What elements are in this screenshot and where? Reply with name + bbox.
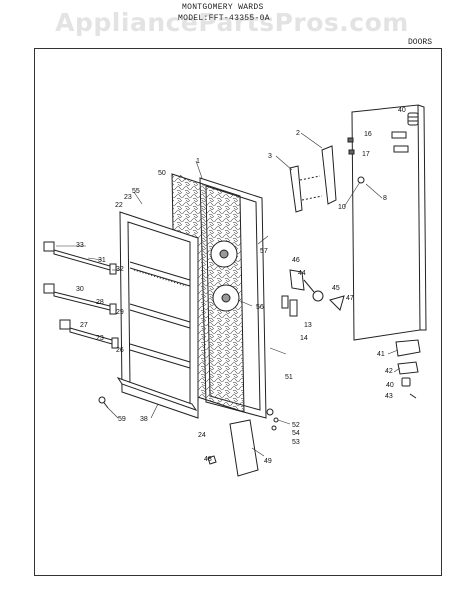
callout-label: 52	[292, 422, 300, 429]
callout-label: 51	[285, 374, 293, 381]
diagram-frame	[34, 48, 442, 576]
callout-label: 49	[264, 458, 272, 465]
callout-label: 24	[198, 432, 206, 439]
callout-label: 43	[385, 393, 393, 400]
callout-label: 32	[116, 266, 124, 273]
leader-lines	[56, 132, 401, 457]
callout-label: 22	[115, 202, 123, 209]
bottom-parts	[98, 396, 279, 477]
callout-label: 31	[98, 257, 106, 264]
callout-label: 1	[196, 158, 200, 165]
callout-label: 48	[204, 456, 212, 463]
top-hinge-cap	[407, 112, 419, 126]
callout-label: 53	[292, 439, 300, 446]
door-handle	[289, 145, 337, 213]
callout-label: 29	[116, 309, 124, 316]
callout-label: 14	[300, 335, 308, 342]
callout-label: 55	[132, 188, 140, 195]
callout-label: 41	[377, 351, 385, 358]
callout-label: 8	[383, 195, 387, 202]
model-header: MODEL:FFT-43355-0A	[178, 14, 270, 23]
section-label: DOORS	[408, 38, 433, 47]
callout-label: 57	[260, 248, 268, 255]
callout-label: 33	[76, 242, 84, 249]
callout-label: 28	[96, 299, 104, 306]
callout-labels: 40 1 2 3 16 17 8 10 50 55 23 22 57 33 31…	[76, 107, 406, 465]
callout-label: 50	[158, 170, 166, 177]
watermark: AppliancePartsPros.com	[55, 8, 409, 37]
shelf-bars	[43, 241, 119, 349]
callout-label: 44	[298, 270, 306, 277]
callout-label: 56	[256, 304, 264, 311]
callout-label: 10	[338, 204, 346, 211]
bottom-hinge	[395, 339, 421, 399]
callout-label: 3	[268, 153, 272, 160]
callout-label: 13	[304, 322, 312, 329]
callout-label: 23	[124, 194, 132, 201]
callout-label: 26	[116, 347, 124, 354]
callout-label: 23	[96, 335, 104, 342]
callout-label: 2	[296, 130, 300, 137]
callout-label: 17	[362, 151, 370, 158]
callout-label: 42	[385, 368, 393, 375]
callout-label: 40	[386, 382, 394, 389]
callout-label: 45	[332, 285, 340, 292]
callout-label: 59	[118, 416, 126, 423]
bottom-trim-strip	[116, 377, 198, 411]
brand-header: MONTGOMERY WARDS	[182, 3, 264, 12]
outer-door-panel	[347, 104, 427, 341]
switch-assembly	[281, 269, 345, 317]
callout-label: 27	[80, 322, 88, 329]
inner-door-liner	[119, 211, 199, 419]
callout-label: 40	[398, 107, 406, 114]
callout-label: 54	[292, 430, 300, 437]
callout-label: 30	[76, 286, 84, 293]
callout-label: 16	[364, 131, 372, 138]
callout-label: 46	[292, 257, 300, 264]
callout-label: 38	[140, 416, 148, 423]
callout-label: 47	[346, 295, 354, 302]
